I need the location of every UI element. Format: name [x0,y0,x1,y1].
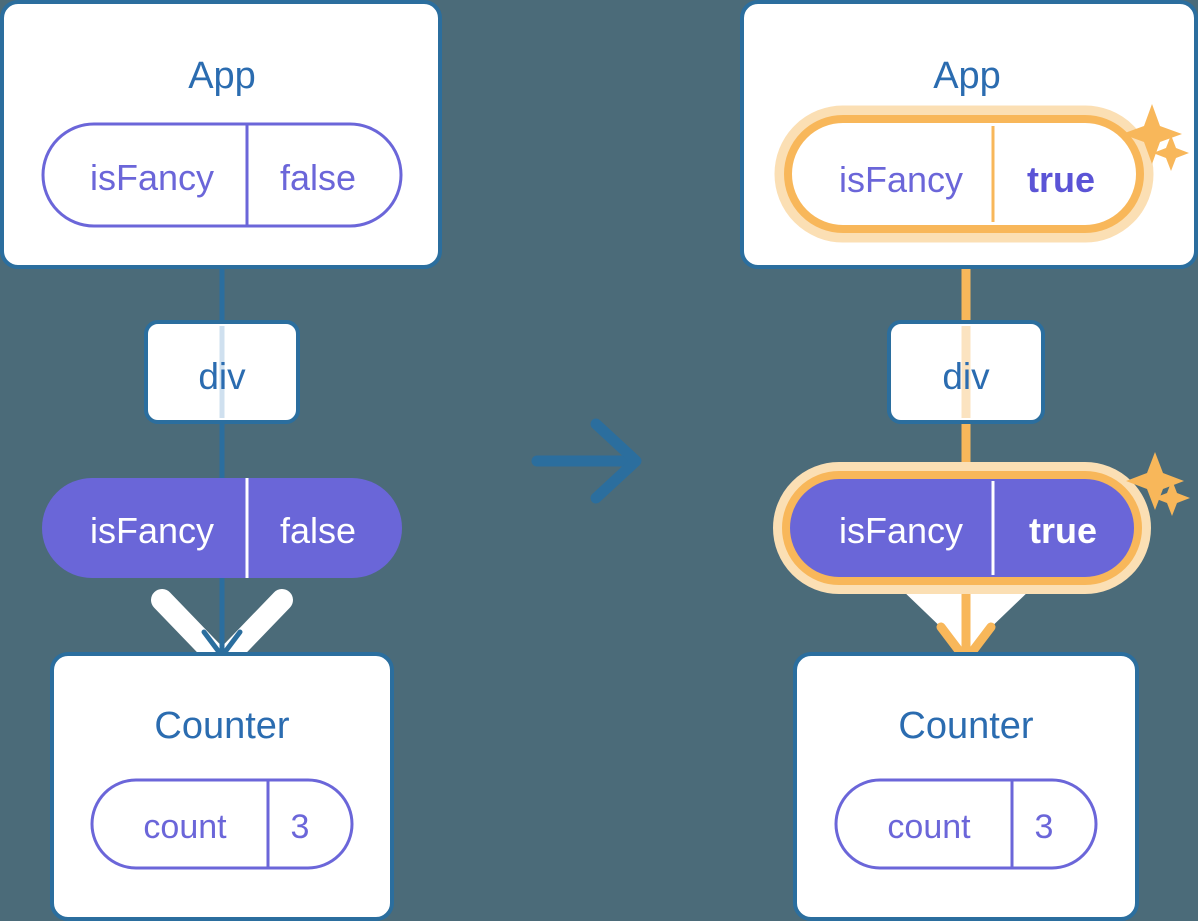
app-prop-value-before: false [280,157,356,198]
sparkle-small-icon-pill [1154,480,1190,516]
highlight-ring-app [784,115,1144,233]
highlight-glow-ring-app [774,105,1154,243]
prop-pill-name-before: isFancy [90,510,214,551]
highlight-ring-pill [782,471,1142,585]
app-title-before: App [188,55,256,97]
white-arrowhead-before [151,589,293,666]
sparkle-large-icon-pill [1126,452,1184,510]
panel-before: App isFancy false div isFancy false Coun… [0,0,442,921]
sparkle-small-icon-app [1153,135,1189,171]
div-box-after[interactable]: div [887,320,1045,424]
prop-pill-after[interactable]: isFancy true [773,462,1151,594]
prop-pill-value-before: false [280,510,356,551]
counter-title-after: Counter [898,705,1034,747]
counter-title-before: Counter [154,705,290,747]
app-prop-name-before: isFancy [90,157,214,198]
counter-prop-value-after: 3 [1035,808,1054,846]
app-prop-pill-after[interactable]: isFancy true [774,105,1154,243]
app-title-after: App [933,55,1001,97]
div-label-after: div [942,356,990,397]
highlight-glow-ring-pill [773,462,1151,594]
div-label-before: div [198,356,246,397]
counter-prop-pill-after[interactable]: count 3 [834,778,1098,870]
app-prop-pill-before[interactable]: isFancy false [41,122,403,228]
div-box-before[interactable]: div [144,320,300,424]
sparkle-large-icon-app [1122,104,1182,164]
counter-prop-name-after: count [887,808,971,846]
counter-prop-pill-before[interactable]: count 3 [90,778,354,870]
app-prop-name-after: isFancy [839,159,963,200]
panel-after: App isFancy true div isFancy [740,0,1198,921]
prop-pill-name-after: isFancy [839,510,963,551]
prop-pill-before[interactable]: isFancy false [42,478,402,578]
prop-pill-value-after: true [1029,510,1097,551]
counter-prop-value-before: 3 [291,808,310,846]
counter-prop-name-before: count [143,808,227,846]
arrow-right-icon [531,418,642,504]
app-prop-value-after: true [1027,159,1095,200]
